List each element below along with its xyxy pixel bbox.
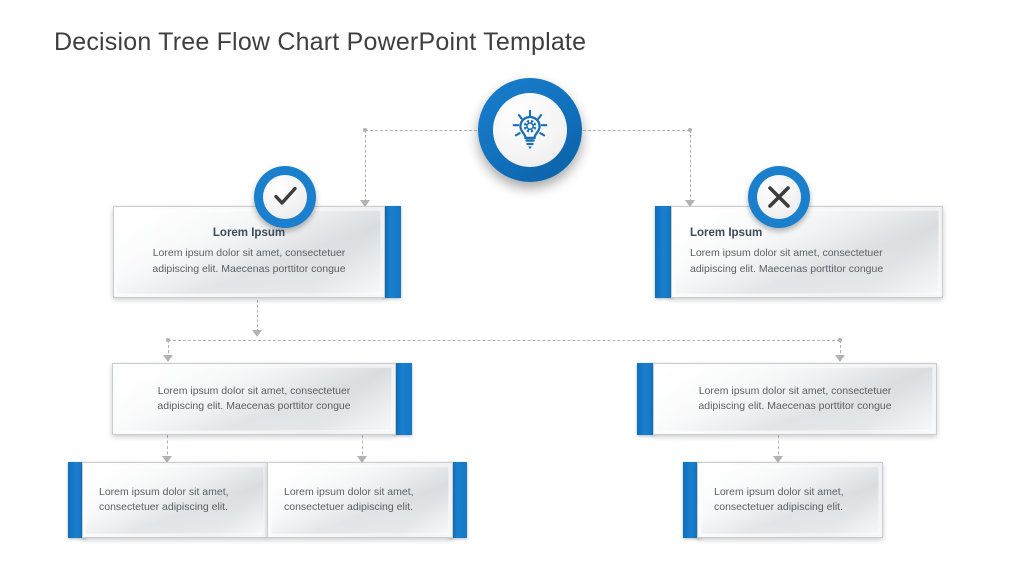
node-heading: Lorem Ipsum xyxy=(690,227,763,240)
connector-arrow-right-box xyxy=(685,200,695,207)
node-body: Lorem ipsum dolor sit amet, consectetuer… xyxy=(99,485,229,513)
connector-l2right-to-l3c xyxy=(778,435,779,460)
connector-arrow-l3c xyxy=(773,456,783,463)
connector-root-to-right-v xyxy=(690,130,691,202)
check-icon xyxy=(274,186,297,205)
accent-bar xyxy=(655,206,673,298)
node-body: Lorem ipsum dolor sit amet, consectetuer… xyxy=(284,485,414,513)
node-level3-c[interactable]: Lorem ipsum dolor sit amet, consectetuer… xyxy=(683,462,883,538)
node-level2-right[interactable]: Lorem ipsum dolor sit amet, consectetuer… xyxy=(637,363,937,435)
connector-arrow-l2left xyxy=(163,355,173,362)
yes-icon-inner xyxy=(263,175,307,219)
node-body: Lorem ipsum dolor sit amet, consectetuer… xyxy=(698,384,892,412)
yes-icon-circle[interactable] xyxy=(254,166,316,228)
connector-arrow-l3b xyxy=(357,456,367,463)
node-body: Lorem ipsum dolor sit amet, consectetuer… xyxy=(152,247,346,275)
lightbulb-gear-icon xyxy=(512,109,548,149)
node-body: Lorem ipsum dolor sit amet, consectetuer… xyxy=(690,247,884,275)
accent-bar xyxy=(394,363,412,435)
connector-arrow-left-box xyxy=(360,200,370,207)
connector-bus-to-l2left xyxy=(168,340,169,358)
node-body: Lorem ipsum dolor sit amet, consectetuer… xyxy=(157,384,351,412)
node-level1-left[interactable]: Lorem Ipsum Lorem ipsum dolor sit amet, … xyxy=(113,206,401,298)
connector-arrow-l3a xyxy=(162,456,172,463)
connector-l2left-to-l3a xyxy=(167,435,168,460)
connector-bus-to-l2right xyxy=(840,340,841,358)
no-icon-inner xyxy=(757,175,801,219)
connector-root-to-right-h xyxy=(573,130,690,131)
node-level1-right[interactable]: Lorem Ipsum Lorem ipsum dolor sit amet, … xyxy=(655,206,943,298)
accent-bar xyxy=(449,462,467,538)
connector-arrow-l2right xyxy=(835,355,845,362)
no-icon-circle[interactable] xyxy=(748,166,810,228)
root-icon-circle[interactable] xyxy=(478,78,582,182)
accent-bar xyxy=(68,462,86,538)
page-title: Decision Tree Flow Chart PowerPoint Temp… xyxy=(54,28,587,56)
node-level2-left[interactable]: Lorem ipsum dolor sit amet, consectetuer… xyxy=(112,363,412,435)
node-heading: Lorem Ipsum xyxy=(212,227,286,240)
cross-icon xyxy=(768,186,790,208)
accent-bar xyxy=(383,206,401,298)
node-body: Lorem ipsum dolor sit amet, consectetuer… xyxy=(714,485,844,513)
node-level3-b[interactable]: Lorem ipsum dolor sit amet, consectetuer… xyxy=(267,462,467,538)
accent-bar xyxy=(683,462,701,538)
connector-l1left-down xyxy=(257,300,258,332)
connector-l2left-to-l3b xyxy=(362,435,363,460)
connector-root-to-left-v xyxy=(365,130,366,202)
connector-arrow-l1left-down xyxy=(252,330,262,337)
connector-bus-h xyxy=(168,340,840,341)
node-level3-a[interactable]: Lorem ipsum dolor sit amet, consectetuer… xyxy=(68,462,268,538)
accent-bar xyxy=(637,363,655,435)
connector-root-to-left-h xyxy=(365,130,487,131)
root-icon-inner xyxy=(493,93,567,167)
